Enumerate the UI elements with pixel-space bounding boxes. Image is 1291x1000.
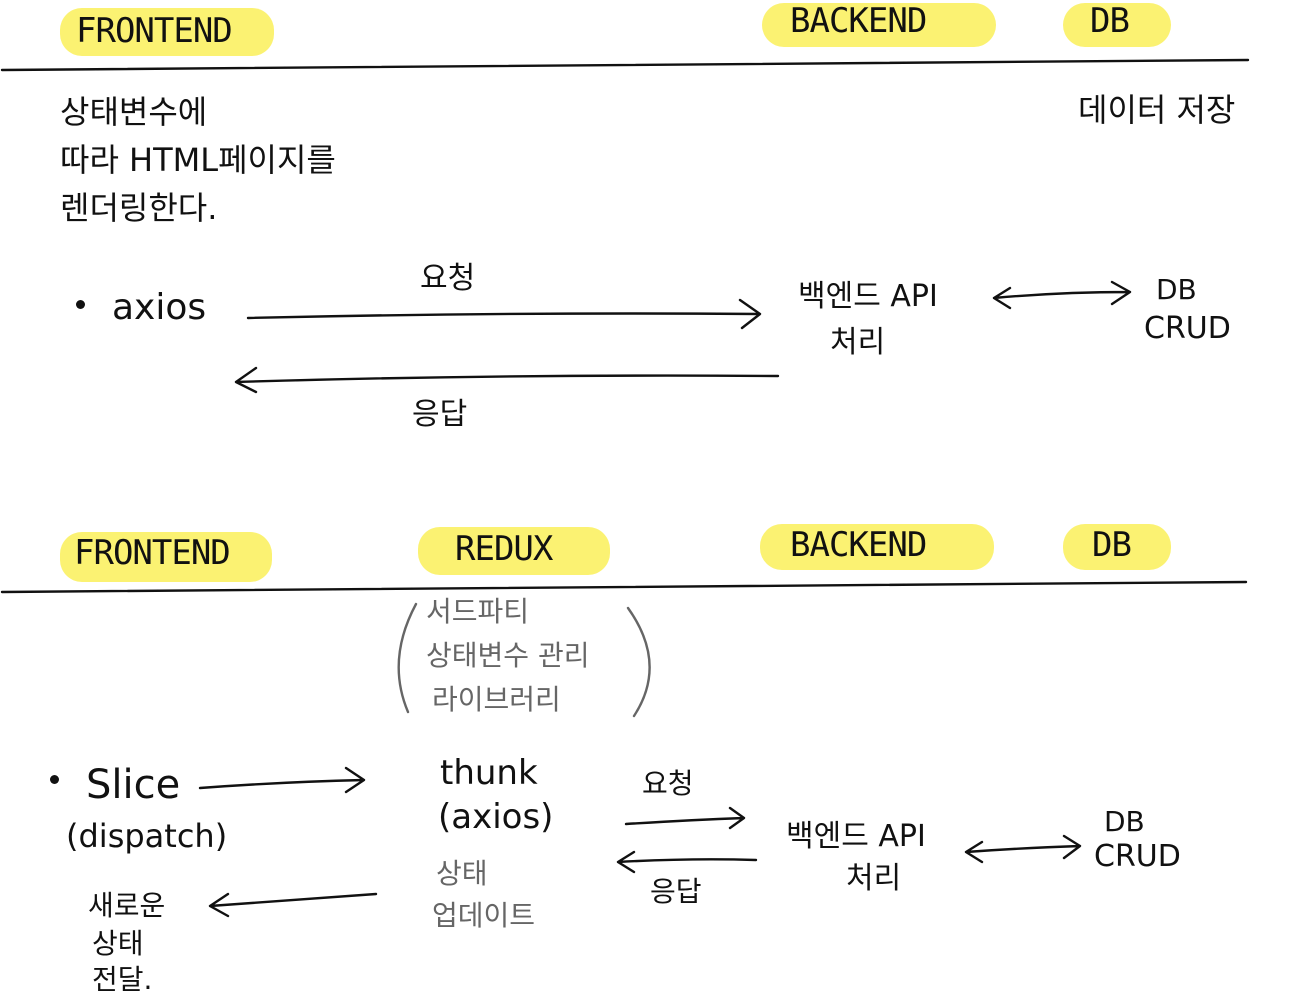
new-state-line-3: 전달. <box>92 963 153 996</box>
backend-header: BACKEND <box>790 1 927 41</box>
db-header-2-highlight <box>1063 524 1171 570</box>
new-state-line-2: 상태 <box>92 927 144 960</box>
state-update-line-1: 상태 <box>436 857 488 890</box>
bottom-backend-api-line-2: 처리 <box>846 861 902 896</box>
bottom-request-arrow <box>624 806 746 830</box>
redux-note-left-paren <box>397 602 418 714</box>
slice-to-thunk-arrow <box>198 766 366 794</box>
top-db-crud-line-1: DB <box>1156 273 1197 306</box>
db-header: DB <box>1090 1 1130 41</box>
top-backend-api-line-1: 백엔드 API <box>798 279 938 314</box>
thunk-label: thunk <box>440 753 538 793</box>
bottom-backend-api-line-1: 백엔드 API <box>786 819 926 854</box>
top-backend-api-line-2: 처리 <box>830 325 886 360</box>
top-response-arrow <box>234 366 780 394</box>
db-header-2: DB <box>1092 525 1132 565</box>
state-update-line-2: 업데이트 <box>432 899 536 932</box>
top-divider-line <box>0 58 1250 72</box>
redux-note-right-paren <box>626 606 651 718</box>
redux-header: REDUX <box>455 529 553 569</box>
redux-note-line-3: 라이브러리 <box>432 683 561 716</box>
redux-header-highlight <box>418 527 610 575</box>
thunk-axios-label: (axios) <box>438 797 554 837</box>
db-description: 데이터 저장 <box>1078 91 1236 129</box>
backend-header-2: BACKEND <box>790 525 927 565</box>
bottom-db-crud-line-2: CRUD <box>1094 839 1181 874</box>
redux-note-line-1: 서드파티 <box>426 595 530 628</box>
redux-note-line-2: 상태변수 관리 <box>426 639 590 672</box>
frontend-header-2: FRONTEND <box>74 533 231 573</box>
dispatch-label: (dispatch) <box>66 817 228 855</box>
frontend-description-line-3: 렌더링한다. <box>60 189 218 227</box>
bottom-divider-line <box>0 580 1248 594</box>
top-request-arrow <box>246 298 762 330</box>
backend-header-highlight <box>762 3 996 47</box>
bottom-response-arrow <box>616 850 758 874</box>
db-header-highlight <box>1063 3 1171 47</box>
axios-label: axios <box>112 287 207 328</box>
frontend-description-line-2: 따라 HTML페이지를 <box>60 141 336 179</box>
backend-header-2-highlight <box>760 524 994 570</box>
top-request-label: 요청 <box>420 261 476 296</box>
top-db-crud-line-2: CRUD <box>1144 311 1231 346</box>
bottom-db-double-arrow <box>964 834 1082 864</box>
frontend-header-highlight <box>60 8 274 56</box>
top-db-double-arrow <box>992 280 1132 310</box>
slice-bullet <box>50 775 59 784</box>
bottom-db-crud-line-1: DB <box>1104 805 1145 838</box>
slice-label: Slice <box>86 762 181 808</box>
state-update-to-frontend-arrow <box>208 892 378 918</box>
top-response-label: 응답 <box>412 397 468 432</box>
bottom-response-label: 응답 <box>650 875 702 908</box>
bottom-request-label: 요청 <box>642 767 694 800</box>
frontend-header: FRONTEND <box>76 11 233 51</box>
new-state-line-1: 새로운 <box>88 889 166 922</box>
axios-bullet <box>76 300 85 309</box>
frontend-description-line-1: 상태변수에 <box>60 93 208 131</box>
frontend-header-2-highlight <box>60 532 272 582</box>
